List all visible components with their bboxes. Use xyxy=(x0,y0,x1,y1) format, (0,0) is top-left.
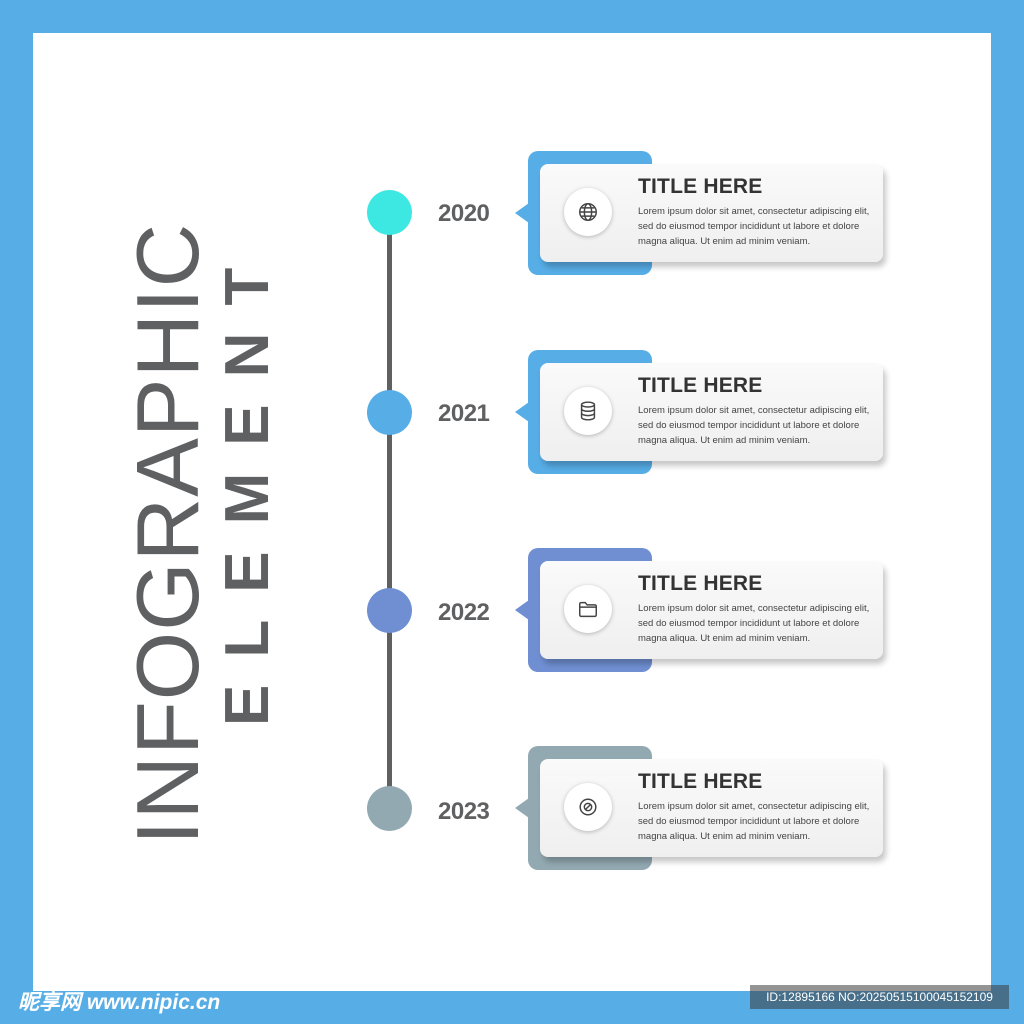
watermark-site: 昵享网 www.nipic.cn xyxy=(18,991,221,1014)
year-label-2023: 2023 xyxy=(438,798,490,825)
card-body: TITLE HERE Lorem ipsum dolor sit amet, c… xyxy=(540,164,883,262)
card-title: TITLE HERE xyxy=(638,572,763,595)
card-title: TITLE HERE xyxy=(638,374,763,397)
card-pointer xyxy=(515,600,529,620)
timeline-card-2023: TITLE HERE Lorem ipsum dolor sit amet, c… xyxy=(515,746,895,871)
timeline-card-2021: TITLE HERE Lorem ipsum dolor sit amet, c… xyxy=(515,350,895,475)
disc-icon xyxy=(564,783,612,831)
card-title: TITLE HERE xyxy=(638,175,763,198)
globe-icon xyxy=(564,188,612,236)
watermark-id: ID:12895166 NO:20250515100045152109 xyxy=(750,985,1009,1009)
timeline-dot-2020 xyxy=(367,190,412,235)
card-body: TITLE HERE Lorem ipsum dolor sit amet, c… xyxy=(540,759,883,857)
year-label-2020: 2020 xyxy=(438,200,490,227)
card-title: TITLE HERE xyxy=(638,770,763,793)
timeline-card-2022: TITLE HERE Lorem ipsum dolor sit amet, c… xyxy=(515,548,895,673)
card-description: Lorem ipsum dolor sit amet, consectetur … xyxy=(638,405,870,446)
title-infographic: INFOGRAPHIC xyxy=(118,222,217,845)
card-body: TITLE HERE Lorem ipsum dolor sit amet, c… xyxy=(540,561,883,659)
timeline-dot-2021 xyxy=(367,390,412,435)
card-description: Lorem ipsum dolor sit amet, consectetur … xyxy=(638,603,870,644)
timeline-card-2020: TITLE HERE Lorem ipsum dolor sit amet, c… xyxy=(515,151,895,276)
card-description: Lorem ipsum dolor sit amet, consectetur … xyxy=(638,801,870,842)
timeline-line xyxy=(387,212,392,810)
card-pointer xyxy=(515,798,529,818)
timeline-dot-2023 xyxy=(367,786,412,831)
database-icon xyxy=(564,387,612,435)
card-description: Lorem ipsum dolor sit amet, consectetur … xyxy=(638,206,870,247)
timeline-dot-2022 xyxy=(367,588,412,633)
title-element: ELEMENT xyxy=(213,240,282,726)
year-label-2022: 2022 xyxy=(438,599,490,626)
card-pointer xyxy=(515,402,529,422)
card-body: TITLE HERE Lorem ipsum dolor sit amet, c… xyxy=(540,363,883,461)
folder-icon xyxy=(564,585,612,633)
card-pointer xyxy=(515,203,529,223)
year-label-2021: 2021 xyxy=(438,400,490,427)
